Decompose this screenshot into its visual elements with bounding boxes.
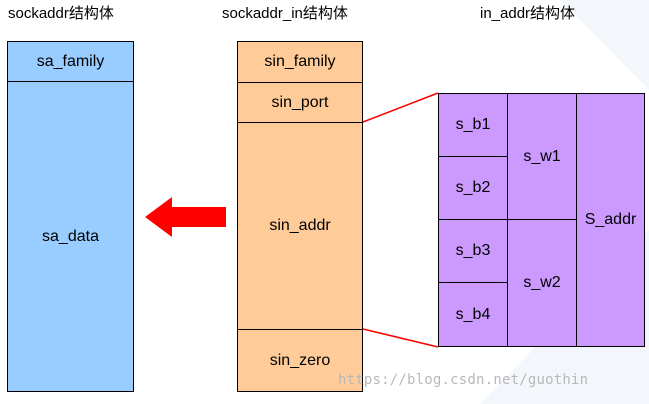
sin-addr-label: sin_addr <box>269 217 331 234</box>
sa-family-field: sa_family <box>7 41 134 82</box>
sa-data-field: sa_data <box>7 81 134 392</box>
s-w2-label: s_w2 <box>523 274 561 291</box>
s-addr-field: S_addr <box>576 93 645 347</box>
s-b1-label: s_b1 <box>455 116 491 133</box>
sin-addr-field: sin_addr <box>237 122 363 330</box>
title-sockaddr-in: sockaddr_in结构体 <box>222 5 348 22</box>
connector-top <box>362 92 439 123</box>
s-b3-label: s_b3 <box>455 242 491 259</box>
s-b1-field: s_b1 <box>438 93 508 157</box>
sin-family-label: sin_family <box>264 53 336 70</box>
cast-arrow <box>145 197 226 237</box>
sin-port-label: sin_port <box>271 93 329 111</box>
s-b3-field: s_b3 <box>438 219 508 283</box>
connector-bottom <box>362 328 439 348</box>
sin-family-field: sin_family <box>237 41 363 83</box>
s-b4-field: s_b4 <box>438 282 508 347</box>
title-in-addr: in_addr结构体 <box>480 5 576 22</box>
s-b2-label: s_b2 <box>455 179 491 196</box>
title-sockaddr: sockaddr结构体 <box>8 5 114 22</box>
s-b2-field: s_b2 <box>438 156 508 220</box>
sa-data-label: sa_data <box>42 227 99 245</box>
sin-port-field: sin_port <box>237 82 363 123</box>
s-w2-field: s_w2 <box>507 219 577 347</box>
sin-zero-field: sin_zero <box>237 329 363 392</box>
s-addr-label: S_addr <box>584 211 637 228</box>
sin-zero-label: sin_zero <box>269 351 331 369</box>
sa-family-label: sa_family <box>36 52 105 70</box>
s-b4-label: s_b4 <box>455 305 491 323</box>
s-w1-label: s_w1 <box>523 147 561 165</box>
watermark: https://blog.csdn.net/guothin <box>338 372 589 388</box>
